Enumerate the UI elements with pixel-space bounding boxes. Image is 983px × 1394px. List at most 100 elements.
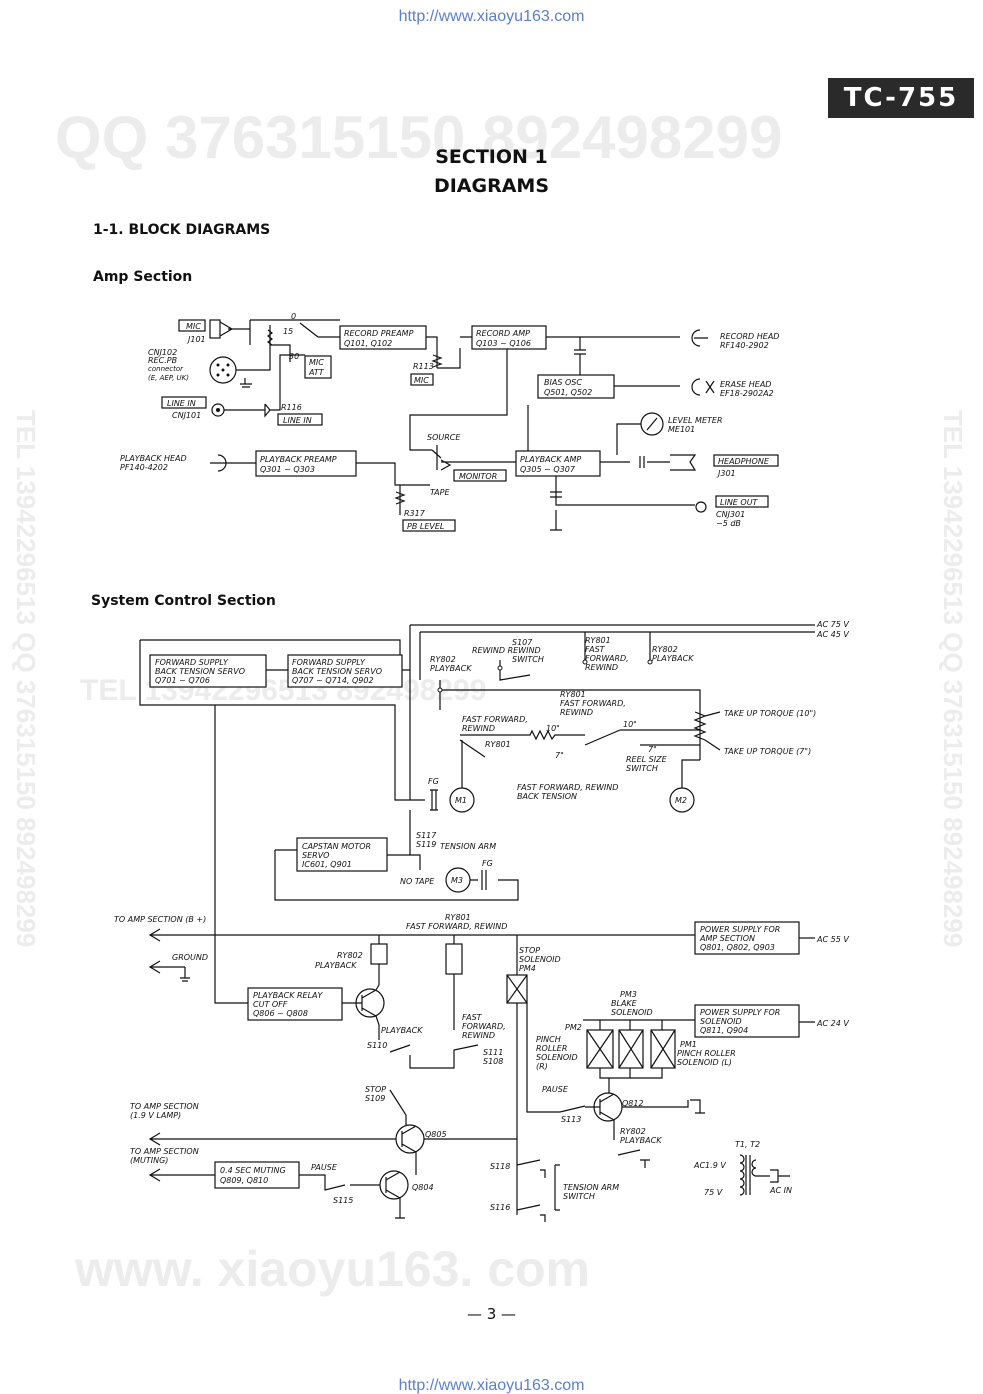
erase-head-symbol	[691, 378, 715, 396]
q812-label: Q812	[622, 1099, 644, 1108]
m1-label: M1	[455, 796, 467, 805]
playback-amp-box	[515, 450, 601, 477]
s109-switch	[389, 1089, 407, 1125]
stop-label: STOP	[365, 1085, 386, 1094]
ff-rewind-1: FAST FORWARD,	[462, 715, 528, 724]
record-head-label: RECORD HEAD	[720, 332, 779, 341]
r317-label: R317	[404, 509, 426, 518]
ps-sol-2: SOLENOID	[700, 1017, 742, 1026]
fg2-coil	[470, 870, 487, 890]
s113-label: S113	[561, 1115, 581, 1124]
record-preamp-label: RECORD PREAMP	[344, 329, 414, 338]
s117-label: S117	[416, 831, 437, 840]
pinch-r-3: SOLENOID	[536, 1053, 578, 1062]
line-in2-label: LINE IN	[283, 416, 312, 425]
no-tape-label: NO TAPE	[400, 877, 435, 886]
s107-2: REWIND REWIND	[472, 646, 541, 655]
headphone-label: HEADPHONE	[718, 457, 770, 466]
ten-label-1: 10"	[546, 724, 560, 733]
ps-amp-1: POWER SUPPLY FOR	[700, 925, 780, 934]
pm1-x	[650, 1029, 676, 1069]
cnj102-region: (E, AEP, UK)	[148, 374, 189, 382]
t1t2-label: T1, T2	[735, 1140, 760, 1149]
pm3-3: SOLENOID	[611, 1008, 653, 1017]
ry802-pb-1: RY802	[430, 655, 456, 664]
ac19-label: AC1.9 V	[693, 1161, 726, 1170]
mic2-box	[410, 373, 434, 386]
level-meter-label: LEVEL METER	[668, 416, 723, 425]
mic-att-label-2: ATT	[308, 368, 325, 377]
forward-servo-1-l3: Q701 ~ Q706	[155, 676, 210, 685]
headphone-box	[713, 454, 779, 467]
pm1-label: PM1	[680, 1040, 697, 1049]
ps-amp-box	[694, 921, 800, 955]
forward-servo-2-l3: Q707 ~ Q714, Q902	[292, 676, 374, 685]
q804-transistor	[379, 1170, 409, 1200]
pb-relay-transistor-leads	[342, 984, 380, 1040]
ry801-ffr-1: RY801	[445, 913, 471, 922]
pb-relay-1: PLAYBACK RELAY	[253, 991, 324, 1000]
s113-switch	[559, 1105, 586, 1113]
seven-label-1: 7"	[555, 751, 564, 760]
q805-leads	[148, 1125, 517, 1175]
mic-att-box	[304, 355, 332, 379]
cnj102-recpb: REC.PB	[148, 356, 177, 365]
stop-sol-1: STOP	[519, 946, 540, 955]
sw-0-label: 0	[291, 312, 296, 321]
record-amp-wire	[460, 336, 680, 375]
ry801-label: RY801	[485, 740, 511, 749]
s108-label: S108	[483, 1057, 503, 1066]
pinch-r-2: ROLLER	[536, 1044, 567, 1053]
ry802-pb-2: PLAYBACK	[430, 664, 472, 673]
ground-label: GROUND	[172, 953, 208, 962]
q804-leads	[385, 1171, 405, 1219]
reel-size-switch	[459, 705, 721, 760]
pinch-l-1: PINCH ROLLER	[677, 1049, 736, 1058]
system-control-section: AC 75 V AC 45 V FORWARD SUPPLY BACK TENS…	[114, 620, 849, 1222]
ry801-coil	[445, 943, 463, 975]
amp-section: MIC J101 CNJ102 REC.PB connector (E, AEP…	[120, 312, 779, 532]
pb-level-label: PB LEVEL	[407, 522, 444, 531]
tension-sw-2: SWITCH	[563, 1192, 595, 1201]
s107-1: S107	[512, 638, 533, 647]
pb-relay-2: CUT OFF	[253, 1000, 288, 1009]
capstan-servo-box	[296, 837, 388, 872]
heading-system-control: System Control Section	[91, 593, 276, 609]
cnj301-label: CNJ301	[716, 510, 745, 519]
transformer	[739, 1154, 790, 1196]
mic-label-box	[178, 319, 206, 332]
level-meter-needle	[616, 417, 658, 455]
erase-head-part: EF18-2902A2	[720, 389, 774, 398]
heading-amp-section: Amp Section	[93, 269, 193, 285]
pm3-1: PM3	[620, 990, 637, 999]
ps-amp-2: AMP SECTION	[699, 934, 755, 943]
line-in-wire	[224, 354, 305, 418]
ac24-label: AC 24 V	[816, 1019, 849, 1028]
record-preamp-q: Q101, Q102	[344, 339, 392, 348]
section-title: SECTION 1	[435, 146, 548, 168]
s111-label: S111	[483, 1048, 503, 1057]
m2-wire	[681, 759, 700, 788]
playback-head-symbol	[210, 454, 256, 472]
ry801-ff2-3: REWIND	[560, 708, 593, 717]
record-amp-q: Q103 ~ Q106	[476, 339, 531, 348]
record-amp-label: RECORD AMP	[476, 329, 530, 338]
pinch-r-4: (R)	[536, 1062, 548, 1071]
pause-label: PAUSE	[542, 1085, 569, 1094]
muting-2: Q809, Q810	[220, 1176, 268, 1185]
reel-size-2: SWITCH	[626, 764, 658, 773]
source-monitor-wire	[409, 349, 529, 470]
ac75-label: AC 75 V	[816, 620, 849, 629]
forward-servo-2-l1: FORWARD SUPPLY	[292, 658, 366, 667]
ps-sol-wire	[583, 1019, 815, 1030]
take-up-7: TAKE UP TORQUE (7")	[724, 747, 811, 756]
pause2-label: PAUSE	[311, 1163, 338, 1172]
mic-jack-wire	[219, 319, 340, 345]
r113-wire	[426, 336, 461, 369]
forward-servo-2-l2: BACK TENSION SERVO	[292, 667, 382, 676]
watermark-bottom: www. xiaoyu163. com	[75, 1241, 591, 1297]
ac45-label: AC 45 V	[816, 630, 849, 639]
watermark-tel: TEL 13942296513 892498299	[80, 674, 487, 707]
forward-servo-1-l2: BACK TENSION SERVO	[155, 667, 245, 676]
